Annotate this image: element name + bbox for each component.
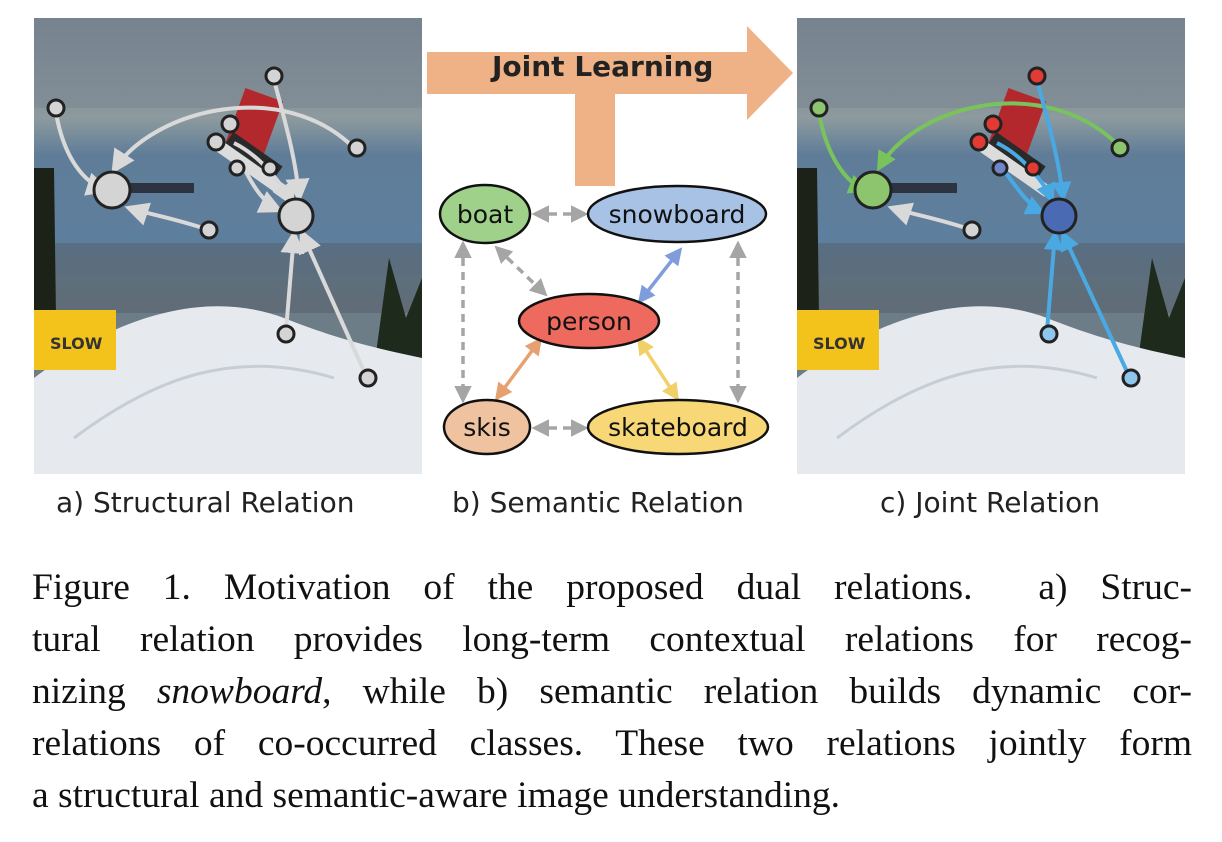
node-person-label: person — [546, 307, 632, 336]
edge-person-skis — [494, 337, 543, 401]
structural-edges — [54, 79, 369, 379]
node-boat-label: boat — [457, 200, 513, 229]
city-bottom — [34, 243, 422, 313]
node-snowboard: snowboard — [586, 184, 768, 244]
caption-line-3: nizing snowboard, while b) semantic rela… — [32, 666, 1192, 718]
structural-nodes — [46, 66, 378, 388]
caption-line-1a: Figure 1. Motivation of the proposed dua… — [32, 567, 973, 608]
snow-track — [836, 364, 1098, 440]
structural-relation-image: SLOW — [34, 18, 422, 474]
semantic-relation-graph: Joint Learning boat snowboard person — [427, 26, 793, 456]
caption-line-5: a structural and semantic-aware image un… — [32, 775, 841, 816]
tree-right — [1137, 258, 1185, 368]
node-snowboard-label: snowboard — [609, 200, 746, 229]
caption-joint-relation: c) Joint Relation — [880, 486, 1101, 519]
city-top — [34, 18, 422, 108]
snow-hill — [797, 306, 1185, 474]
caption-line-4: relations of co-occurred classes. These … — [32, 723, 1192, 764]
ship — [124, 183, 194, 193]
tree-right — [374, 258, 422, 368]
caption-semantic-relation: b) Semantic Relation — [452, 486, 744, 519]
caption-line-3a: nizing — [32, 671, 126, 712]
caption-structural-relation: a) Structural Relation — [56, 486, 355, 519]
ship — [887, 183, 957, 193]
city-top — [797, 18, 1185, 108]
node-skateboard-label: skateboard — [608, 413, 748, 442]
tree-left — [797, 168, 819, 318]
node-person: person — [517, 292, 661, 350]
figure-caption: Figure 1. Motivation of the proposed dua… — [32, 562, 1192, 822]
joint-edge-grey — [887, 202, 973, 232]
node-skateboard: skateboard — [586, 398, 770, 456]
edge-person-skateboard — [637, 337, 679, 401]
slow-sign-text: SLOW — [50, 334, 103, 353]
slow-sign — [34, 310, 116, 370]
snow-track — [73, 364, 335, 440]
city-bottom — [797, 243, 1185, 313]
slow-sign — [797, 310, 879, 370]
joint-relation-image: SLOW — [797, 18, 1185, 474]
snow-hill — [34, 306, 422, 474]
joint-learning-arrow — [427, 26, 793, 186]
caption-line-1b: a) Struc- — [1038, 567, 1192, 608]
caption-line-3b: , while b) semantic relation builds dyna… — [322, 671, 1193, 712]
panel-structural-relation: SLOW — [34, 18, 422, 474]
panel-joint-relation: SLOW — [797, 18, 1185, 474]
caption-line-1: Figure 1. Motivation of the proposed dua… — [32, 562, 1192, 614]
tree-left — [34, 168, 56, 318]
node-skis: skis — [442, 398, 532, 456]
joint-nodes — [809, 66, 1141, 388]
node-skis-label: skis — [463, 413, 510, 442]
panel-semantic-relation: Joint Learning boat snowboard person — [425, 18, 795, 474]
slow-sign-text: SLOW — [813, 334, 866, 353]
caption-line-2: tural relation provides long-term contex… — [32, 619, 1192, 660]
semantic-cooccurrence-edges — [454, 205, 747, 437]
caption-line-3-em: snowboard — [156, 671, 323, 712]
node-boat: boat — [438, 183, 532, 245]
joint-learning-label: Joint Learning — [490, 50, 713, 83]
edge-person-snowboard — [637, 247, 683, 304]
